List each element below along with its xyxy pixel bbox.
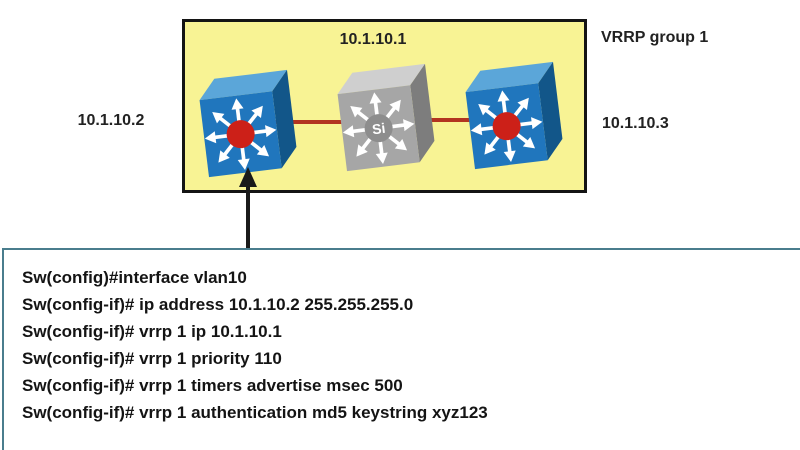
virtual-ip-label: 10.1.10.1	[339, 31, 407, 48]
multilayer-switch-si-icon: Si	[337, 63, 435, 172]
cli-line: Sw(config-if)# ip address 10.1.10.2 255.…	[22, 295, 414, 314]
cli-line: Sw(config-if)# vrrp 1 priority 110	[22, 349, 282, 368]
link-right-segment	[418, 118, 478, 122]
right-switch-ip-label: 10.1.10.3	[602, 115, 669, 132]
left-switch-ip-label: 10.1.10.2	[77, 112, 145, 129]
callout-arrow-line	[246, 184, 250, 248]
layer3-switch-right-icon	[465, 61, 563, 170]
cli-line: Sw(config-if)# vrrp 1 timers advertise m…	[22, 376, 403, 395]
cli-line: Sw(config)#interface vlan10	[22, 268, 247, 287]
si-label: Si	[371, 120, 386, 137]
vrrp-group-label: VRRP group 1	[601, 29, 709, 46]
link-left-segment	[272, 120, 348, 124]
cli-config-panel: Sw(config)#interface vlan10 Sw(config-if…	[2, 248, 800, 450]
layer3-switch-left-icon	[199, 69, 297, 178]
cli-line: Sw(config-if)# vrrp 1 ip 10.1.10.1	[22, 322, 282, 341]
cli-line: Sw(config-if)# vrrp 1 authentication md5…	[22, 403, 488, 422]
up-arrow-icon	[239, 167, 257, 187]
